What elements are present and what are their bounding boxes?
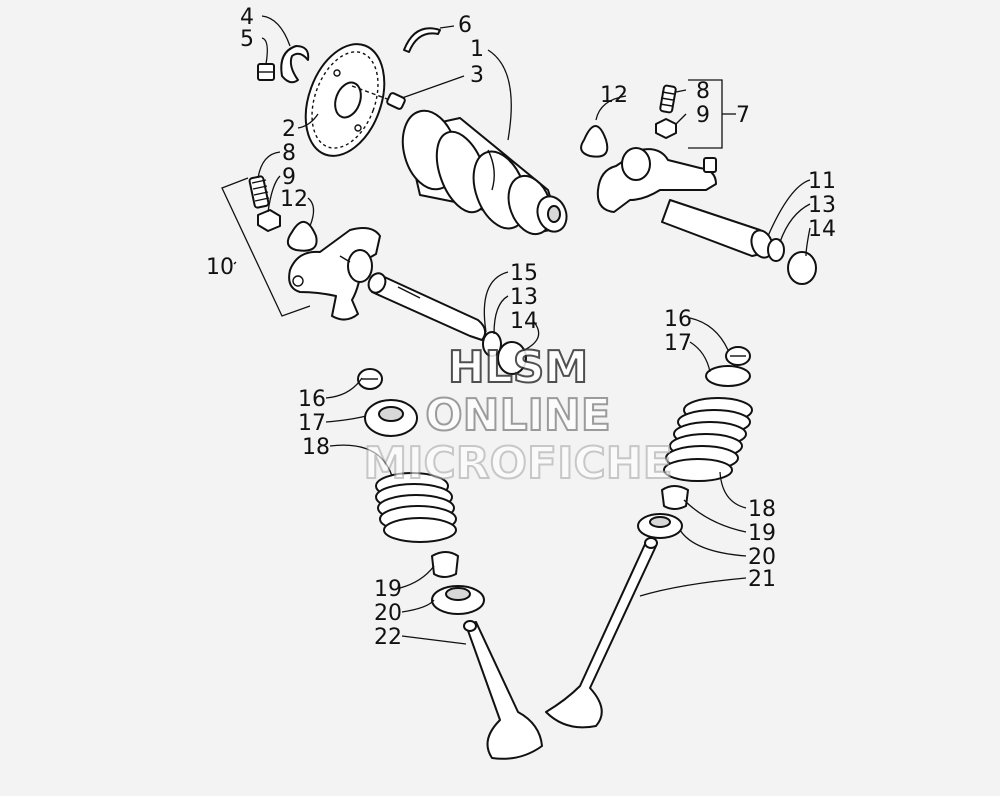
lock-nut-left xyxy=(257,209,281,232)
spring-seat-left xyxy=(431,585,485,615)
callout-9: 9 xyxy=(282,165,296,190)
intake-valve xyxy=(545,537,658,729)
rocker-arm-left xyxy=(288,227,381,321)
rocker-shim-left xyxy=(286,221,318,252)
bracket-10 xyxy=(221,177,311,317)
callout-17: 17 xyxy=(298,411,326,436)
lock-nut-right xyxy=(655,118,677,139)
exhaust-valve xyxy=(463,620,543,760)
watermark-line-1: HLSM xyxy=(448,342,588,393)
cam-sprocket xyxy=(304,43,386,157)
callout-2: 2 xyxy=(282,117,296,142)
callout-20: 20 xyxy=(374,601,402,626)
valve-spring-right xyxy=(663,397,753,482)
half-ring xyxy=(403,27,441,53)
callout-19: 19 xyxy=(748,521,776,546)
spring-retainer-right xyxy=(705,365,751,387)
watermark-line-2: ONLINE xyxy=(425,390,611,441)
callout-18: 18 xyxy=(302,435,330,460)
callout-12: 12 xyxy=(280,187,308,212)
callout-14: 14 xyxy=(808,217,836,242)
rocker-shaft-left xyxy=(367,272,487,341)
callout-10: 10 xyxy=(206,255,234,280)
callout-5: 5 xyxy=(240,27,254,52)
callout-11: 11 xyxy=(808,169,836,194)
adjuster-screw-left xyxy=(248,175,270,209)
dowel-pin xyxy=(386,92,406,110)
rocker-arm-right xyxy=(596,147,717,213)
spring-seat-right xyxy=(637,513,683,539)
retainer-clip xyxy=(280,45,310,84)
callout-4: 4 xyxy=(240,5,254,30)
callout-21: 21 xyxy=(748,567,776,592)
valve-keeper-right xyxy=(725,346,751,366)
callout-8: 8 xyxy=(282,141,296,166)
callout-20: 20 xyxy=(748,545,776,570)
valve-keeper-left xyxy=(357,368,383,390)
adjuster-screw-right xyxy=(659,84,677,114)
callout-15: 15 xyxy=(510,261,538,286)
callout-18: 18 xyxy=(748,497,776,522)
callout-14: 14 xyxy=(510,309,538,334)
valve-seal-left xyxy=(431,551,459,578)
callout-6: 6 xyxy=(458,13,472,38)
valve-spring-left xyxy=(375,472,457,543)
rocker-shim-right xyxy=(580,125,609,158)
washer-right xyxy=(767,238,785,262)
callout-7: 7 xyxy=(736,103,750,128)
spring-retainer-left xyxy=(364,399,418,437)
callout-16: 16 xyxy=(298,387,326,412)
cap-left xyxy=(497,341,527,375)
washer-left xyxy=(482,331,502,357)
callout-8: 8 xyxy=(696,79,710,104)
camshaft xyxy=(401,109,568,236)
callout-16: 16 xyxy=(664,307,692,332)
callout-3: 3 xyxy=(470,63,484,88)
watermark-line-3: MICROFICHE xyxy=(363,438,672,489)
leader-lines xyxy=(257,15,811,645)
callout-9: 9 xyxy=(696,103,710,128)
callout-13: 13 xyxy=(510,285,538,310)
callout-17: 17 xyxy=(664,331,692,356)
callout-19: 19 xyxy=(374,577,402,602)
callout-12: 12 xyxy=(600,83,628,108)
callout-1: 1 xyxy=(470,37,484,62)
callout-22: 22 xyxy=(374,625,402,650)
sprocket-bolt xyxy=(257,63,275,81)
cap-right xyxy=(787,251,817,285)
valve-seal-right xyxy=(661,485,689,510)
callout-13: 13 xyxy=(808,193,836,218)
